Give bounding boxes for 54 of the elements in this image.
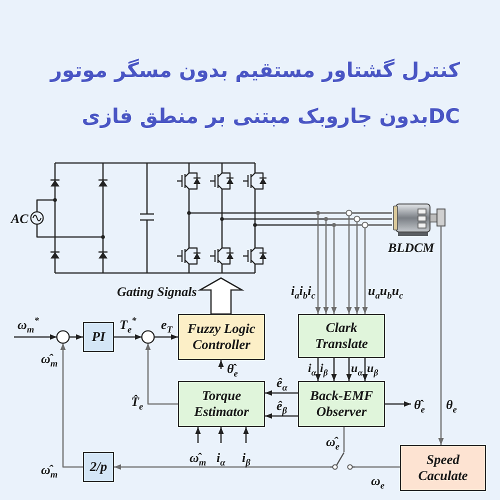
edge-label: ω̂$_{m}$ <box>190 450 206 464</box>
connector-line <box>343 427 345 452</box>
arrow <box>362 358 368 381</box>
edge-label: Gating Signals <box>117 284 197 298</box>
process-box: Speed Caculate <box>400 445 486 491</box>
edge-label: u$_{β}$ <box>367 360 378 376</box>
arrow <box>385 401 411 407</box>
signal-arrows <box>346 210 392 314</box>
process-box: Fuzzy Logic Controller <box>178 314 265 360</box>
arrow <box>218 427 224 443</box>
arrow <box>315 358 321 381</box>
arrow <box>145 343 178 405</box>
arrow <box>331 358 337 381</box>
arrow <box>243 427 249 443</box>
edge-label: θ̂$_{e}$ <box>227 360 238 376</box>
process-box: Clark Translate <box>298 314 385 358</box>
edge-label: i$_{β}$ <box>320 360 328 376</box>
edge-label: θ̂$_{e}$ <box>414 396 425 412</box>
process-box: PI <box>83 322 114 352</box>
arrow <box>346 358 352 381</box>
arrow <box>154 334 178 340</box>
edge-label: e$_{T}$ <box>161 316 172 332</box>
arrow <box>60 343 83 468</box>
diagram-title: کنترل گشتاور مستقیم بدون مسگر موتور DCبدون جاروبک مبتنی بر منطق فازی <box>48 57 460 130</box>
connector-line <box>155 162 177 274</box>
arrow <box>218 360 224 369</box>
signal-label: ω̂$_{m}$ <box>41 350 58 366</box>
connector-line <box>36 199 49 238</box>
arrow <box>265 413 298 419</box>
edge-label: i$_{α}$ <box>308 360 316 376</box>
process-box: Torque Estimator <box>178 381 265 427</box>
arrow <box>265 390 298 396</box>
edge-label: i$_{a}$i$_{b}$i$_{c}$ <box>291 282 316 298</box>
connector-line <box>355 466 400 468</box>
arrow <box>114 334 142 340</box>
motor-label: BLDCM <box>388 240 434 254</box>
edge-label: u$_{α}$ <box>351 360 362 376</box>
edge-label: i$_{α}$ <box>216 450 226 464</box>
edge-label: T̂$_{e}$ <box>131 394 144 408</box>
edge-label: u$_{a}$u$_{b}$u$_{c}$ <box>368 282 404 298</box>
arrow <box>114 464 330 470</box>
edge-label: ω̂$_{e}$ <box>326 434 340 448</box>
edge-label: ω̂$_{m}$ <box>41 462 58 476</box>
edge-label: ω$_{e}$ <box>371 472 385 488</box>
arrow <box>14 334 57 340</box>
source-label: AC <box>11 210 28 226</box>
process-box: Back-EMF Observer <box>298 381 385 427</box>
block-arrow <box>198 277 244 315</box>
arrow <box>195 427 201 443</box>
edge-label: θ$_{e}$ <box>446 396 457 412</box>
process-box: 2/p <box>83 452 114 482</box>
arrow <box>69 334 83 340</box>
edge-label: ê$_{α}$ <box>276 374 288 390</box>
arrow <box>438 238 444 445</box>
